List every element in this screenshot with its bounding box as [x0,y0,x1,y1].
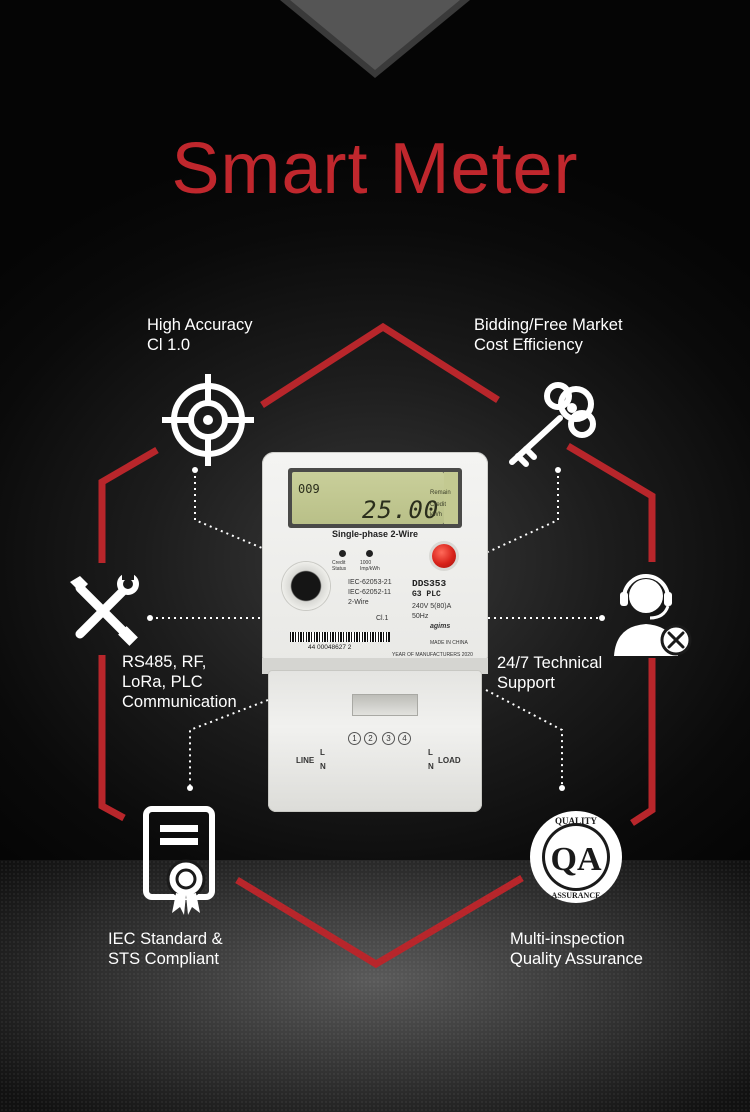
connector-dot [187,785,193,791]
frame-right-lower [630,658,656,826]
pulse-led [366,550,373,557]
crosshair-target-icon [162,374,254,466]
lcd-tag-kwh: kWh [430,512,442,518]
headset-support-icon [614,574,692,656]
origin-label: MADE IN CHINA [430,640,468,646]
feature-standard-text: IEC Standard &STS Compliant [108,930,223,968]
led-label-pulse: 1000 Imp/kWh [360,560,380,572]
terminal-3: 3 [382,732,395,745]
lcd-side-panel [444,472,458,524]
standard-2: IEC-62052-11 [348,589,392,596]
optical-port [282,562,330,610]
model-variant: G3 PLC [412,590,441,599]
lcd-tag-remain: Remain [430,490,451,496]
connector-accuracy [194,470,263,549]
serial-number: 44 00048627 2 [308,644,352,651]
frequency: 50Hz [412,613,429,620]
accuracy-class: Cl.1 [376,615,389,622]
year-label: YEAR OF MANUFACTURERS 2020 [392,652,473,658]
connector-dot [192,467,198,473]
connector-dot [559,785,565,791]
credit-status-led [339,550,346,557]
meter-upper-body: 009 25.00 Remain Credit kWh Single-phase… [262,452,488,662]
frame-left-lower [98,655,126,822]
quality-assurance-badge-icon: QUALITY QA ASSURANCE [530,811,622,903]
connector-standard [189,699,269,788]
barcode [290,632,390,642]
frame-top-left [260,322,500,408]
connector-dot [599,615,605,621]
terminal-2: 2 [364,732,377,745]
standard-1: IEC-62053-21 [348,579,392,586]
frame-top-right [566,442,656,562]
lcd-value: 25.00 [362,496,440,524]
wrench-screwdriver-icon [70,574,139,646]
connector-market [487,470,559,553]
smart-meter-device: 009 25.00 Remain Credit kWh Single-phase… [262,452,488,817]
connector-dot [555,467,561,473]
lcd-code: 009 [298,482,320,496]
connector-quality [485,689,563,788]
frame-left-upper [98,446,159,563]
terminal-window [352,694,418,716]
standard-3: 2-Wire [348,599,369,606]
brand-logo: agims [430,623,451,630]
load-l-label: L [428,748,433,757]
line-label: LINE [296,756,315,765]
load-label: LOAD [438,756,461,765]
terminal-cover: 1 2 3 4 LINE L N L N LOAD [268,670,482,812]
qa-badge-top-text: QUALITY [555,816,598,826]
load-n-label: N [428,762,434,771]
line-n-label: N [320,762,326,771]
line-l-label: L [320,748,325,757]
page-title: Smart Meter [171,129,579,209]
frame-bottom [235,874,524,969]
qa-badge-center-text: QA [551,841,602,878]
rating: 240V 5(80)A [412,603,452,610]
led-label-credit: Credit Status [332,560,347,572]
model-number: DDS353 [412,578,447,589]
meter-type-label: Single-phase 2-Wire [332,529,418,539]
lcd-tag-credit: Credit [430,502,447,508]
floor-gradient [0,860,750,1112]
meter-red-button [432,544,456,568]
connector-dot [147,615,153,621]
terminal-4: 4 [398,732,411,745]
top-notch-shape [280,0,470,78]
lcd-screen [292,472,444,524]
qa-badge-bottom-text: ASSURANCE [552,891,601,900]
terminal-1: 1 [348,732,361,745]
certificate-icon [143,806,215,915]
key-icon [509,382,596,467]
